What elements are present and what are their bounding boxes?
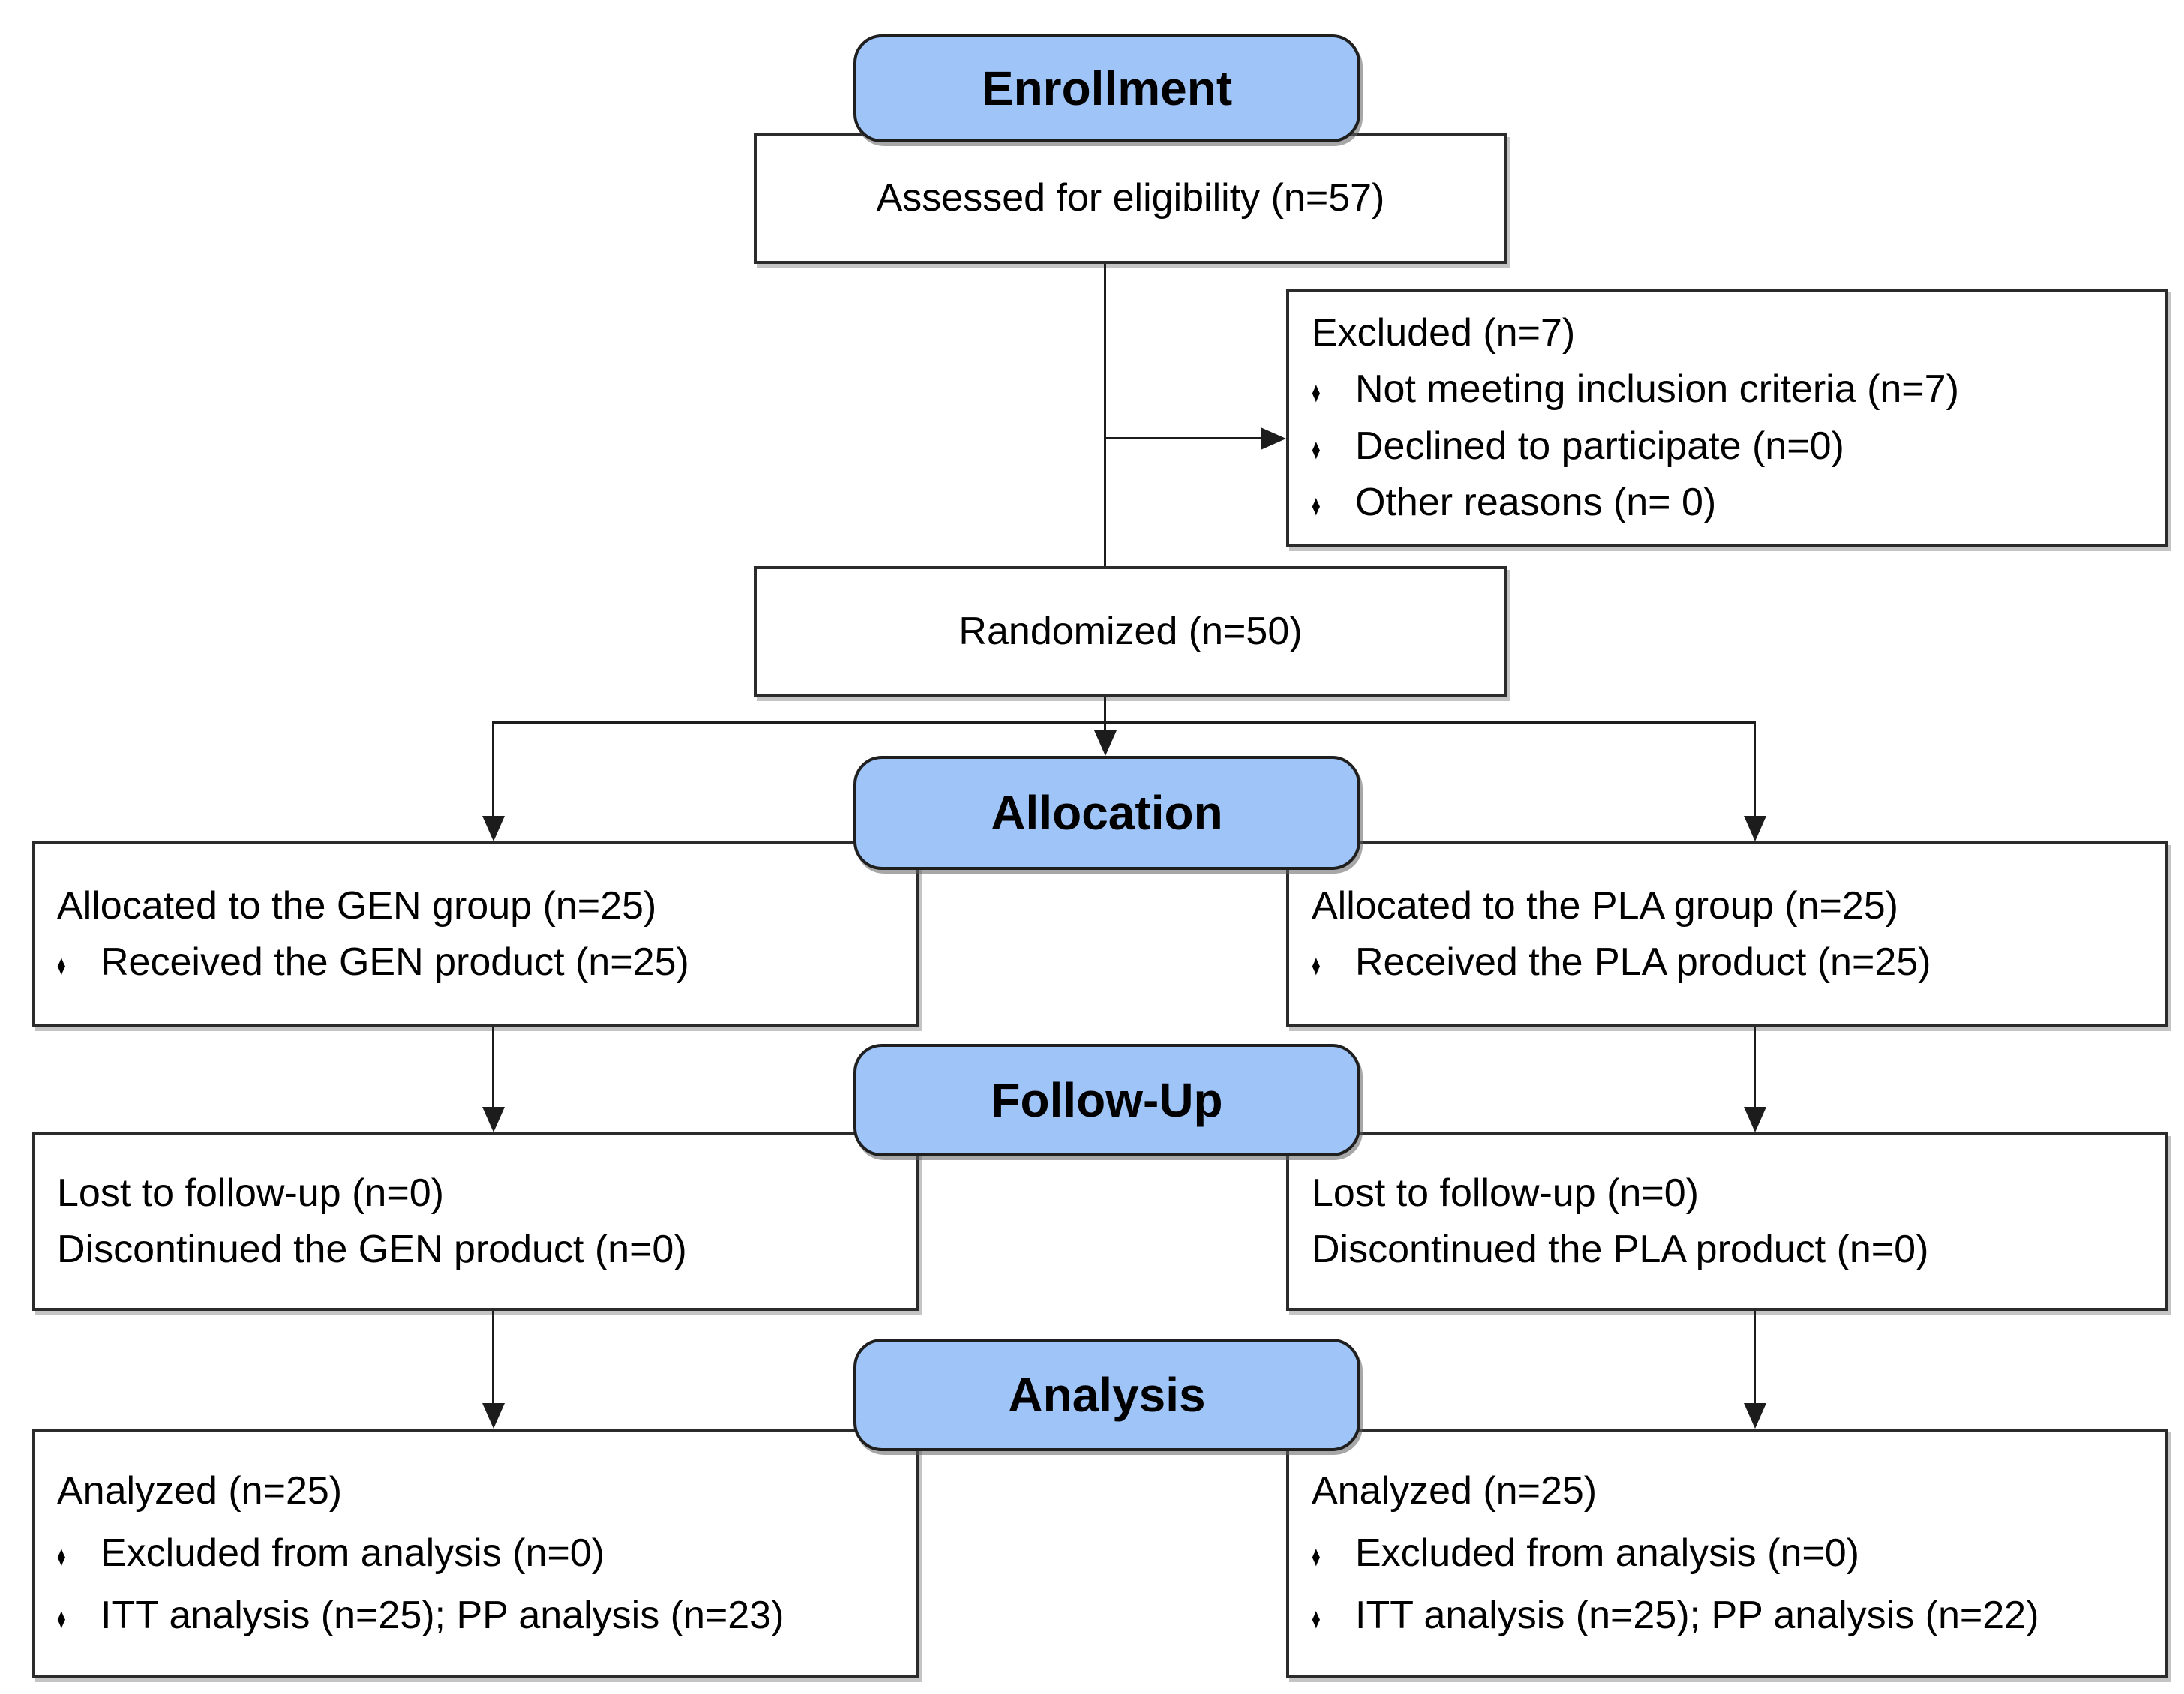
- arrowhead-allocation: [1094, 730, 1117, 756]
- connector-branch-right: [1754, 721, 1756, 817]
- followup-left-line: Discontinued the GEN product (n=0): [57, 1228, 687, 1271]
- analysis-right-bullet: ♦ ITT analysis (n=25); PP analysis (n=22): [1289, 1585, 2164, 1647]
- arrowhead-analysis-right: [1744, 1403, 1766, 1429]
- analysis-left-bullet-text: Excluded from analysis (n=0): [100, 1531, 604, 1575]
- followup-left-box: Lost to follow-up (n=0) Discontinued the…: [32, 1132, 919, 1311]
- arrowhead-analysis-left: [482, 1403, 505, 1429]
- bullet-diamond-icon: ♦: [57, 1603, 66, 1636]
- allocation-right-bullet: ♦ Received the PLA product (n=25): [1289, 934, 2164, 991]
- assessed-text: Assessed for eligibility (n=57): [876, 176, 1385, 220]
- connector-alloc-to-followup-right: [1754, 1027, 1756, 1108]
- followup-right-line: Discontinued the PLA product (n=0): [1312, 1228, 1929, 1271]
- connector-branch-horizontal: [492, 721, 1756, 724]
- bullet-diamond-icon: ♦: [1312, 1603, 1321, 1636]
- randomized-box: Randomized (n=50): [754, 566, 1508, 697]
- bullet-diamond-icon: ♦: [1312, 489, 1321, 522]
- excluded-title: Excluded (n=7): [1312, 310, 1576, 355]
- stage-label: Enrollment: [981, 61, 1233, 115]
- connector-randomized-to-allocation: [1104, 697, 1106, 733]
- arrowhead-allocation-right: [1744, 816, 1766, 841]
- excluded-bullet: ♦ Other reasons (n= 0): [1289, 475, 2164, 531]
- connector-branch-left: [492, 721, 494, 817]
- excluded-box: Excluded (n=7) ♦ Not meeting inclusion cr…: [1286, 289, 2168, 547]
- bullet-diamond-icon: ♦: [1312, 376, 1321, 409]
- excluded-bullet: ♦ Declined to participate (n=0): [1289, 418, 2164, 475]
- allocation-left-bullet-text: Received the GEN product (n=25): [100, 940, 689, 984]
- connector-assessed-to-randomized: [1104, 264, 1106, 566]
- connector-followup-to-analysis-right: [1754, 1311, 1756, 1405]
- randomized-text: Randomized (n=50): [958, 609, 1303, 653]
- allocation-right-box: Allocated to the PLA group (n=25) ♦ Recei…: [1286, 841, 2168, 1027]
- analysis-left-title: Analyzed (n=25): [57, 1468, 343, 1513]
- arrowhead-allocation-left: [482, 816, 505, 841]
- followup-right-box: Lost to follow-up (n=0) Discontinued the…: [1286, 1132, 2168, 1311]
- analysis-left-bullet: ♦ Excluded from analysis (n=0): [34, 1522, 916, 1585]
- followup-left-line: Lost to follow-up (n=0): [57, 1171, 444, 1215]
- stage-header-analysis: Analysis: [854, 1339, 1360, 1451]
- allocation-left-bullet: ♦ Received the GEN product (n=25): [34, 934, 916, 991]
- analysis-right-title: Analyzed (n=25): [1312, 1468, 1598, 1513]
- analysis-right-bullet-text: ITT analysis (n=25); PP analysis (n=22): [1355, 1594, 2039, 1638]
- analysis-right-bullet: ♦ Excluded from analysis (n=0): [1289, 1522, 2164, 1585]
- stage-label: Follow-Up: [991, 1073, 1223, 1127]
- assessed-box: Assessed for eligibility (n=57): [754, 133, 1508, 264]
- analysis-right-bullet-text: Excluded from analysis (n=0): [1355, 1531, 1859, 1575]
- excluded-bullet-text: Declined to participate (n=0): [1355, 424, 1844, 468]
- connector-alloc-to-followup-left: [492, 1027, 494, 1108]
- allocation-right-title: Allocated to the PLA group (n=25): [1312, 883, 1898, 928]
- bullet-diamond-icon: ♦: [57, 949, 66, 982]
- analysis-right-box: Analyzed (n=25) ♦ Excluded from analysis …: [1286, 1429, 2168, 1678]
- analysis-left-bullet: ♦ ITT analysis (n=25); PP analysis (n=23): [34, 1585, 916, 1647]
- connector-followup-to-analysis-left: [492, 1311, 494, 1405]
- stage-header-enrollment: Enrollment: [854, 34, 1360, 142]
- allocation-left-title: Allocated to the GEN group (n=25): [57, 883, 657, 928]
- arrowhead-followup-left: [482, 1107, 505, 1132]
- bullet-diamond-icon: ♦: [1312, 949, 1321, 982]
- analysis-left-box: Analyzed (n=25) ♦ Excluded from analysis …: [32, 1429, 919, 1678]
- analysis-left-bullet-text: ITT analysis (n=25); PP analysis (n=23): [100, 1594, 784, 1638]
- arrowhead-excluded: [1261, 427, 1286, 450]
- stage-label: Analysis: [1008, 1368, 1206, 1422]
- stage-label: Allocation: [991, 786, 1223, 840]
- bullet-diamond-icon: ♦: [1312, 433, 1321, 466]
- excluded-bullet-text: Other reasons (n= 0): [1355, 480, 1717, 524]
- connector-to-excluded: [1104, 437, 1263, 439]
- followup-right-line: Lost to follow-up (n=0): [1312, 1171, 1699, 1215]
- allocation-left-box: Allocated to the GEN group (n=25) ♦ Recei…: [32, 841, 919, 1027]
- arrowhead-followup-right: [1744, 1107, 1766, 1132]
- stage-header-allocation: Allocation: [854, 756, 1360, 870]
- stage-header-followup: Follow-Up: [854, 1044, 1360, 1156]
- bullet-diamond-icon: ♦: [57, 1540, 66, 1573]
- excluded-bullet: ♦ Not meeting inclusion criteria (n=7): [1289, 361, 2164, 418]
- excluded-bullet-text: Not meeting inclusion criteria (n=7): [1355, 367, 1959, 412]
- bullet-diamond-icon: ♦: [1312, 1540, 1321, 1573]
- allocation-right-bullet-text: Received the PLA product (n=25): [1355, 940, 1931, 984]
